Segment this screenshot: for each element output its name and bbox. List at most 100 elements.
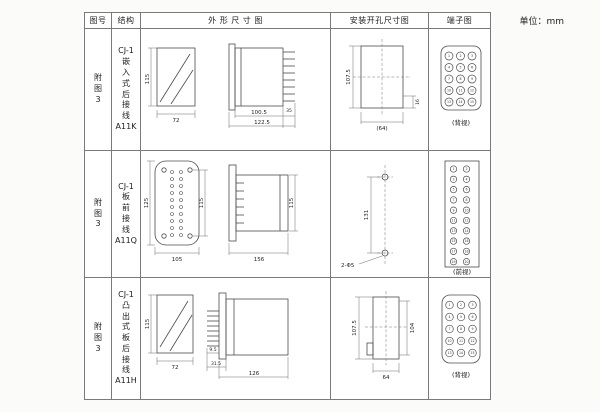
figure-number: 附 图 3: [84, 150, 112, 278]
dim-side-1: 9.5: [209, 347, 216, 353]
svg-text:17: 17: [451, 250, 455, 254]
svg-text:3: 3: [471, 303, 473, 307]
terminal-outline: [444, 160, 479, 268]
svg-text:20: 20: [464, 260, 468, 264]
table-row-a11q: 附 图 3 CJ-1 板 前 接 线 A11Q: [84, 150, 491, 278]
svg-text:6: 6: [471, 315, 473, 319]
svg-text:13: 13: [446, 100, 450, 104]
dim-side-2: 35: [286, 108, 292, 114]
svg-text:12: 12: [469, 88, 473, 92]
terminal-view-label: (背视): [451, 118, 469, 127]
svg-text:1: 1: [452, 167, 454, 171]
install-drawing-a11h: 107.5 104 64: [352, 290, 416, 381]
svg-text:4: 4: [448, 315, 450, 319]
svg-text:14: 14: [464, 229, 468, 233]
side-view: [228, 43, 295, 110]
install-drawing-a11q: 131 2-Φ5: [341, 165, 393, 269]
table-row-a11k: 附 图 3 CJ-1 嵌 入 式 后 接 线 A11K: [84, 28, 491, 151]
outline-cell: 115 72 9.5 31.5 126: [140, 277, 331, 400]
structure-label: CJ-1 嵌 入 式 后 接 线 A11K: [111, 28, 141, 151]
outline-drawing-a11k: 115 72 100.5 35 122.5: [145, 43, 295, 128]
dim-side-2: 31.5: [210, 361, 220, 367]
dim-front-height: 115: [145, 73, 151, 84]
outline-cell: 115 72 100.5 35 122.5: [140, 28, 331, 151]
front-view: [154, 160, 199, 246]
svg-text:16: 16: [464, 239, 468, 243]
dimension-lines: [146, 160, 298, 255]
svg-text:8: 8: [459, 77, 461, 81]
unit-label: 单位：mm: [519, 17, 564, 27]
svg-text:12: 12: [470, 339, 474, 343]
dim-side-2: 156: [253, 257, 264, 263]
svg-text:11: 11: [458, 88, 462, 92]
svg-text:4: 4: [465, 177, 467, 181]
dim-install-2: 16: [415, 99, 421, 105]
svg-text:1: 1: [448, 303, 450, 307]
install-cell: 107.5 16 (64): [330, 28, 429, 151]
dimension-lines: [358, 176, 382, 265]
dim-front-height: 115: [145, 318, 151, 329]
dim-install-1: 131: [364, 210, 370, 221]
svg-text:15: 15: [470, 351, 474, 355]
dim-side-3: 126: [248, 371, 259, 377]
svg-text:19: 19: [451, 260, 455, 264]
table-row-a11h: 附 图 3 CJ-1 凸 出 式 板 后 接 线 A11H: [84, 277, 491, 400]
figure-number: 附 图 3: [84, 277, 112, 400]
dim-install-2: 104: [410, 322, 416, 333]
terminal-pins: [169, 170, 183, 237]
dim-side-1: 100.5: [251, 110, 267, 116]
install-cell: 131 2-Φ5: [330, 150, 429, 278]
svg-text:1: 1: [447, 54, 449, 58]
install-cell: 107.5 104 64: [330, 277, 429, 400]
header-outline-dims: 外 形 尺 寸 图: [140, 12, 331, 29]
dim-side-3: 115: [289, 197, 295, 208]
svg-text:11: 11: [451, 219, 455, 223]
svg-text:7: 7: [447, 77, 449, 81]
svg-text:7: 7: [448, 327, 450, 331]
svg-text:5: 5: [459, 65, 461, 69]
svg-text:4: 4: [447, 65, 449, 69]
svg-text:14: 14: [458, 351, 462, 355]
svg-text:6: 6: [465, 188, 467, 192]
front-view: [156, 294, 193, 353]
header-figure-no: 图号: [84, 12, 112, 29]
dim-front-width: 115: [199, 197, 205, 208]
header-terminal: 端子图: [428, 12, 491, 29]
dim-install-1: 107.5: [352, 319, 358, 335]
outline-drawing-a11h: 115 72 9.5 31.5 126: [145, 292, 288, 379]
dim-front-width: 72: [171, 365, 178, 371]
svg-text:7: 7: [452, 198, 454, 202]
front-view: [156, 47, 195, 106]
side-view: [206, 292, 288, 359]
svg-text:11: 11: [458, 339, 462, 343]
header-install-dims: 安装开孔尺寸图: [330, 12, 429, 29]
dim-install-3: 64: [382, 375, 389, 381]
dimension-lines: [147, 47, 295, 128]
dimension-lines: [147, 294, 288, 379]
svg-text:5: 5: [459, 315, 461, 319]
centerlines: [352, 38, 411, 116]
svg-text:15: 15: [451, 239, 455, 243]
svg-text:13: 13: [447, 351, 451, 355]
svg-text:9: 9: [471, 327, 473, 331]
dim-side-3: 122.5: [254, 120, 270, 126]
dimension-lines: [348, 45, 416, 124]
svg-text:13: 13: [451, 229, 455, 233]
svg-text:5: 5: [452, 188, 454, 192]
svg-text:14: 14: [458, 100, 462, 104]
dim-install-2: 2-Φ5: [341, 263, 355, 269]
terminal-outline: [440, 45, 481, 110]
svg-text:15: 15: [469, 100, 473, 104]
svg-text:2: 2: [459, 54, 461, 58]
structure-label: CJ-1 凸 出 式 板 后 接 线 A11H: [111, 277, 141, 400]
svg-text:6: 6: [470, 65, 472, 69]
